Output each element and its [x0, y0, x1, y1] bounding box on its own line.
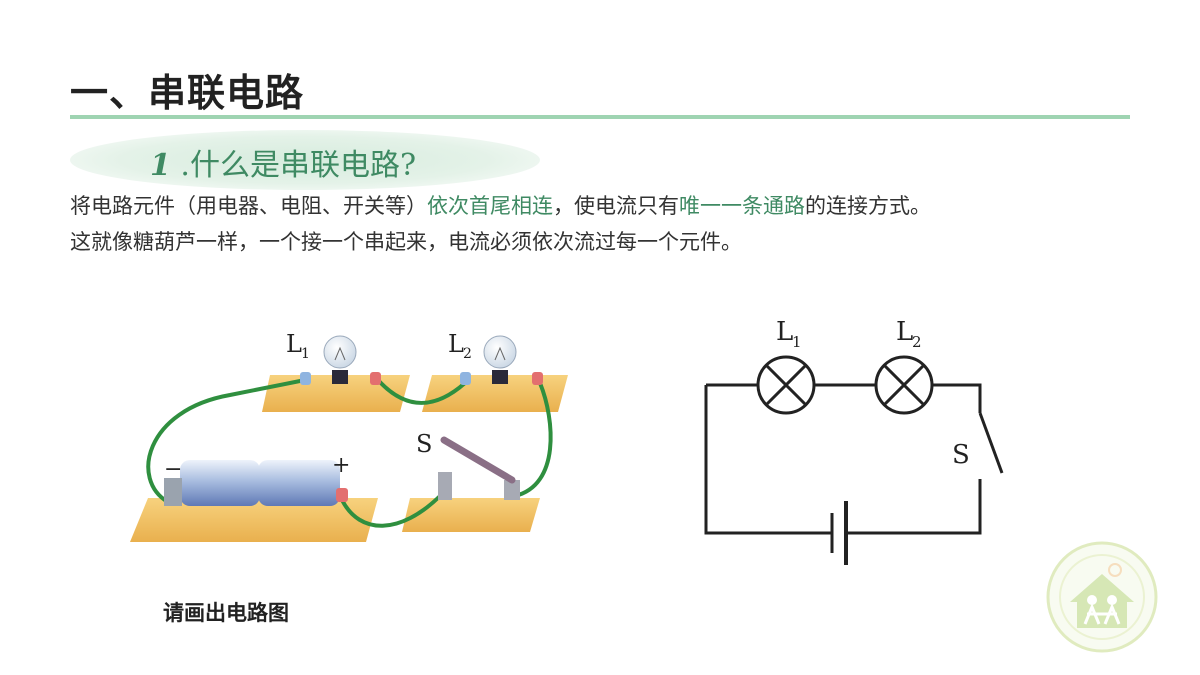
lamp2-bulb [483, 335, 517, 369]
battery-board [130, 498, 378, 542]
circuit-schematic: L 1 L 2 S [704, 317, 1004, 565]
wire-battery-lamp1 [146, 378, 306, 504]
lamp2-terminal-left [460, 372, 471, 385]
subtitle-number: 1 [150, 148, 171, 183]
battery-cell-left [180, 460, 260, 506]
schematic-lamp2-symbol [874, 355, 934, 415]
switch-lever [440, 436, 516, 484]
schematic-wire-left [704, 385, 832, 535]
schematic-lamp1-subscript: 1 [792, 333, 802, 351]
schematic-lamp2-subscript: 2 [912, 333, 922, 351]
subtitle-text: .什么是串联电路? [180, 148, 417, 183]
definition-text-3: 的连接方式。 [805, 194, 931, 218]
wire-lamp1-lamp2 [376, 378, 467, 405]
lamp2-socket [492, 370, 508, 384]
illustration-switch-label: S [416, 430, 432, 458]
schematic-switch-label: S [952, 440, 970, 470]
battery-minus-label: − [164, 457, 182, 482]
illustration-lamp1-subscript: 1 [301, 346, 310, 362]
illustration-lamp1-label: L [286, 330, 302, 358]
title-divider [70, 115, 1130, 119]
illustration-lamp2-label: L [448, 330, 464, 358]
lamp1-terminal-right [370, 372, 381, 385]
definition-text-1: 将电路元件（用电器、电阻、开关等） [70, 194, 427, 218]
lamp1-terminal-left [300, 372, 311, 385]
section-subtitle: 1 .什么是串联电路? [150, 140, 416, 184]
battery-holder-left [164, 478, 182, 506]
definition-paragraph: 将电路元件（用电器、电阻、开关等）依次首尾相连，使电流只有唯一一条通路的连接方式… [70, 190, 1150, 220]
lamp2-board [422, 375, 568, 412]
battery-cell-right [258, 460, 340, 506]
exercise-caption: 请画出电路图 [163, 600, 289, 625]
wire-switch-battery [340, 494, 442, 528]
definition-highlight-2: 唯一一条通路 [679, 194, 805, 218]
schematic-lamp1-label: L [776, 317, 793, 347]
page-title: 一、串联电路 [70, 70, 305, 115]
definition-text-2: ，使电流只有 [553, 194, 679, 218]
switch-post-right [504, 480, 520, 500]
schematic-wire-top-right [932, 383, 982, 413]
switch-board [402, 498, 540, 532]
logo-person-left-icon [1087, 595, 1097, 605]
schematic-switch-blade [978, 412, 1004, 474]
wire-lamp2-switch [514, 382, 553, 498]
lamp1-bulb [323, 335, 357, 369]
subtitle-highlight [70, 130, 540, 190]
logo-person-right-icon [1107, 595, 1117, 605]
schematic-lamp2-label: L [896, 317, 913, 347]
analogy-paragraph: 这就像糖葫芦一样，一个接一个串起来，电流必须依次流过每一个元件。 [70, 230, 742, 254]
lamp2-terminal-right [532, 372, 543, 385]
battery-terminal-positive [336, 488, 348, 502]
school-logo [1046, 541, 1158, 653]
switch-post-left [438, 472, 452, 500]
illustration-lamp2-subscript: 2 [463, 346, 472, 362]
lamp1-socket [332, 370, 348, 384]
definition-highlight-1: 依次首尾相连 [427, 194, 553, 218]
circuit-illustration: L 1 L 2 S − + [130, 330, 568, 542]
schematic-wire-right [846, 479, 982, 535]
battery-plus-label: + [332, 453, 350, 478]
schematic-lamp1-symbol [756, 355, 816, 415]
